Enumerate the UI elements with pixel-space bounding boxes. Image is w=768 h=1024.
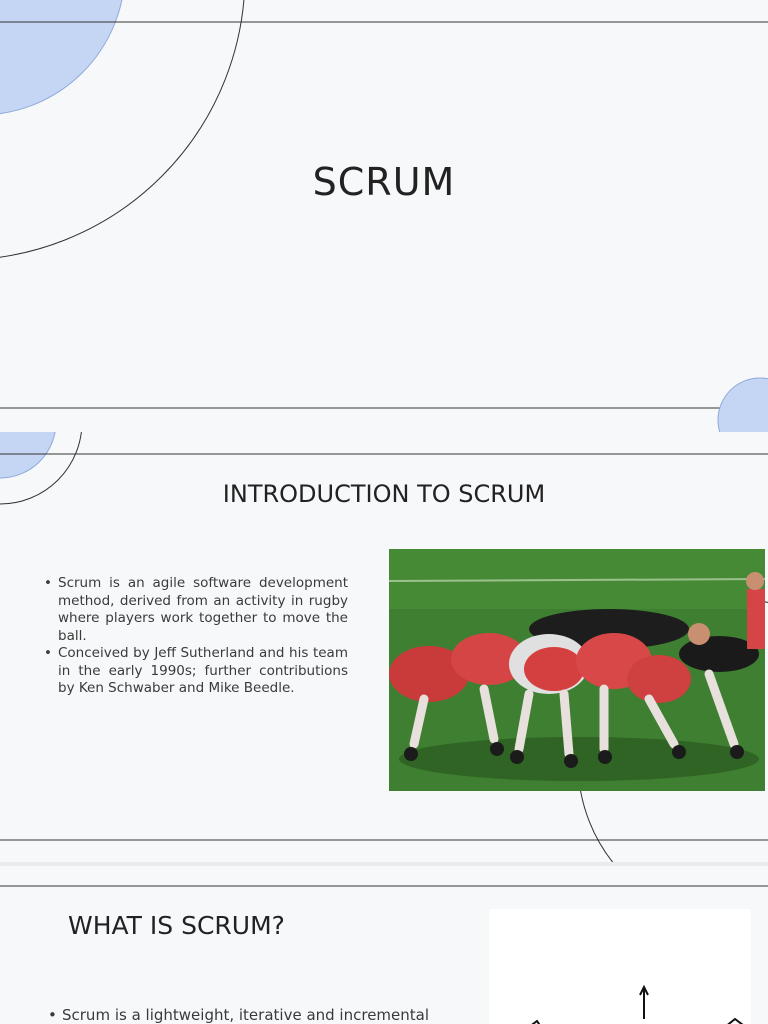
slide1-decoration [0,0,768,432]
scrum-cycle-sketch [489,909,751,1024]
slide3-decoration [0,885,768,887]
slide-what-is-scrum: WHAT IS SCRUM? Scrum is a lightweight, i… [0,866,768,1024]
bullet-item: Scrum is a lightweight, iterative and in… [48,1006,448,1024]
bullet-item: Scrum is an agile software development m… [44,575,348,645]
corner-circle [717,377,768,432]
bullet-list: Scrum is an agile software development m… [44,575,348,698]
bullet-item: Conceived by Jeff Sutherland and his tea… [44,645,348,698]
rugby-scrum-photo [389,549,765,791]
slide-title: SCRUM [0,0,768,432]
accent-circle [0,0,123,115]
slide-heading: INTRODUCTION TO SCRUM [222,480,546,508]
slide-introduction: INTRODUCTION TO SCRUM Scrum is an agile … [0,432,768,862]
slide-title-text: SCRUM [312,160,456,204]
accent-circle [0,432,56,479]
slide-heading: WHAT IS SCRUM? [68,911,285,940]
bullet-list: Scrum is a lightweight, iterative and in… [48,1006,448,1024]
